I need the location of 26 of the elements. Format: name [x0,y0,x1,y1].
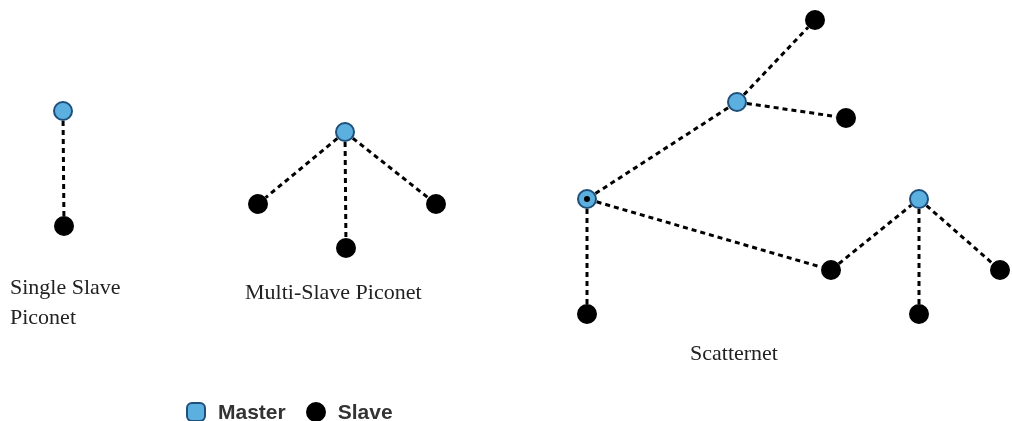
network-caption: Single Slave Piconet [10,273,122,331]
dashed-link [61,121,66,216]
master-node [335,122,355,142]
dashed-link [925,204,994,265]
slave-node [909,304,929,324]
master-node [53,101,73,121]
slave-node [54,216,74,236]
master-slave-node [577,189,597,209]
slave-node [836,108,856,128]
slave-node [577,304,597,324]
dashed-link [343,142,348,238]
master-node [727,92,747,112]
dashed-link [351,137,430,199]
legend-label: Slave [337,399,393,421]
slave-node [805,10,825,30]
slave-node [990,260,1010,280]
legend-label: Master [218,399,286,421]
slave-node [426,194,446,214]
slave-node [248,194,268,214]
dashed-link [585,209,589,304]
slave-node [336,238,356,258]
master-node [909,189,929,209]
slave-node [821,260,841,280]
network-caption: Scatternet [690,339,779,367]
network-caption: Multi-Slave Piconet [245,278,423,306]
dashed-link [917,209,921,304]
